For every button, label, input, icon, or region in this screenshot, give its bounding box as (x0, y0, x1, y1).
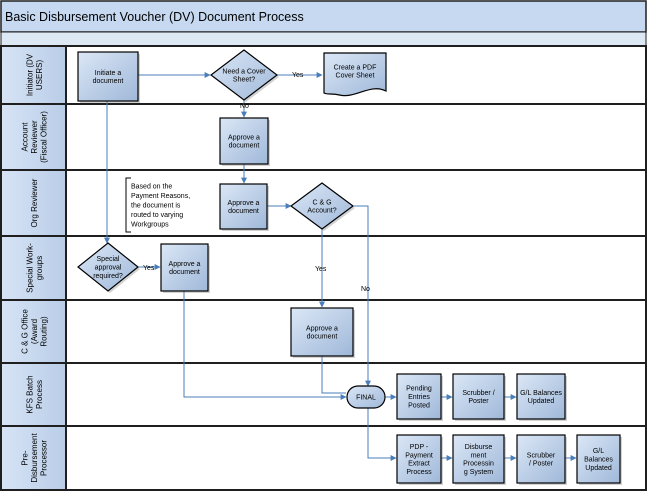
node-final: FINAL (346, 385, 386, 409)
annotation-bracket (125, 177, 131, 233)
title-bar (0, 0, 647, 33)
lane-header (0, 425, 67, 491)
process-box (219, 183, 268, 230)
decision-diamond (77, 242, 139, 292)
lane-header (0, 169, 67, 237)
edge-label-yes-special: Yes (143, 265, 155, 272)
lane-label: KFS BatchProcess (25, 375, 44, 413)
node-label: Scrubber /Poster (462, 390, 494, 405)
lane-body (0, 103, 647, 171)
process-box (219, 117, 269, 165)
process-box (516, 434, 566, 484)
process-box (77, 51, 139, 102)
document-shape (323, 52, 387, 97)
lane-label: Org Reviewer (30, 178, 39, 227)
terminator-shape (346, 385, 386, 409)
edge-label-no-cg: No (361, 286, 370, 293)
edge-final-to-pdp (367, 408, 397, 461)
decision-diamond (210, 49, 278, 101)
lane-header (0, 299, 67, 364)
lane-account-reviewer: AccountReviewer(Fiscal Officer) (0, 103, 647, 171)
lane-label: Initiator (DVUSERS) (25, 53, 44, 96)
process-box (576, 434, 621, 484)
process-box (452, 434, 505, 484)
process-box (396, 434, 442, 484)
edge-label-yes-cover: Yes (292, 72, 304, 79)
node-scrubber1: Scrubber /Poster (452, 373, 506, 421)
lane-header (0, 103, 67, 171)
process-box (160, 243, 209, 292)
edge-label-no-cover: No (240, 103, 249, 110)
edge-cg-approve-to-final (321, 356, 346, 394)
process-box (516, 373, 566, 420)
lane-label: Pre-DisbursementProcessor (21, 433, 49, 483)
process-box (452, 373, 505, 420)
node-label: FINAL (356, 395, 376, 402)
edge-cg-no (354, 205, 371, 387)
node-scrubber2: Scrubber/ Poster (516, 434, 567, 485)
edge-special-to-final (183, 291, 347, 400)
edge-label-yes-cg: Yes (315, 266, 327, 273)
diagram-title: Basic Disbursement Voucher (DV) Document… (5, 10, 304, 24)
lane-label: AccountReviewer(Fiscal Officer) (21, 111, 49, 163)
lane-label: Special Work-groups (25, 243, 44, 293)
node-label: Scrubber/ Poster (527, 452, 556, 467)
connectors (104, 72, 577, 461)
process-box (396, 373, 442, 420)
process-box (290, 307, 354, 357)
decision-diamond (289, 182, 355, 230)
lane-label: C & G Office(AwardRouting) (21, 309, 49, 354)
title-subbar (0, 31, 647, 47)
